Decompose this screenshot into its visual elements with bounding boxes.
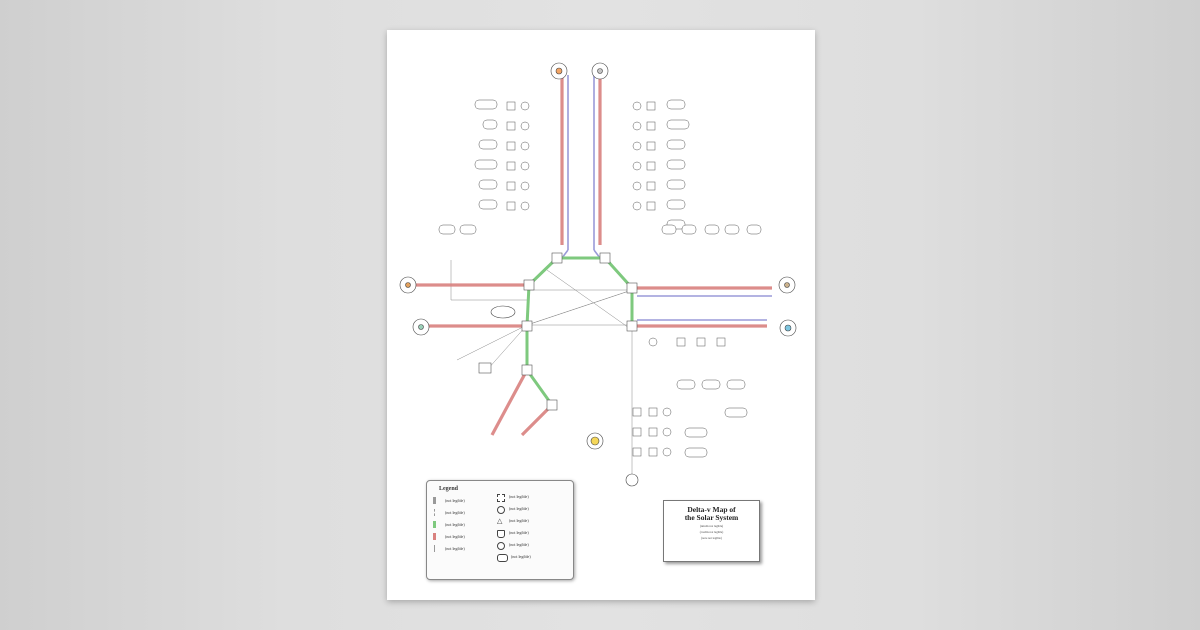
poster-title-line2: the Solar System: [684, 513, 739, 522]
interplanetary-swatch: [433, 521, 436, 528]
title-box: Delta-v Map of the Solar System (details…: [663, 500, 760, 562]
ring-node-icon: [497, 542, 505, 550]
poster: Legend (not legible) (not legible) (not …: [387, 30, 815, 600]
square-node-icon: [497, 494, 505, 502]
poster-note: (note not legible): [701, 536, 722, 540]
delta-v-map: [399, 62, 797, 487]
circle-node-icon: [497, 506, 505, 514]
legend-title: Legend: [439, 486, 459, 492]
dashed-swatch: [434, 509, 436, 516]
pill-node-icon: [497, 554, 508, 562]
poster-credits: (credits not legible): [699, 530, 724, 534]
thin-line-swatch: [434, 545, 435, 552]
poster-date: (details not legible): [699, 524, 724, 528]
legend: Legend (not legible) (not legible) (not …: [426, 480, 574, 580]
triangle-node-icon: △: [497, 517, 503, 525]
trapezoid-node-icon: [497, 530, 505, 538]
aerobrake-swatch: [433, 533, 436, 540]
poster-title-line1: Delta-v Map of: [687, 505, 736, 514]
transfer-swatch: [433, 497, 436, 504]
